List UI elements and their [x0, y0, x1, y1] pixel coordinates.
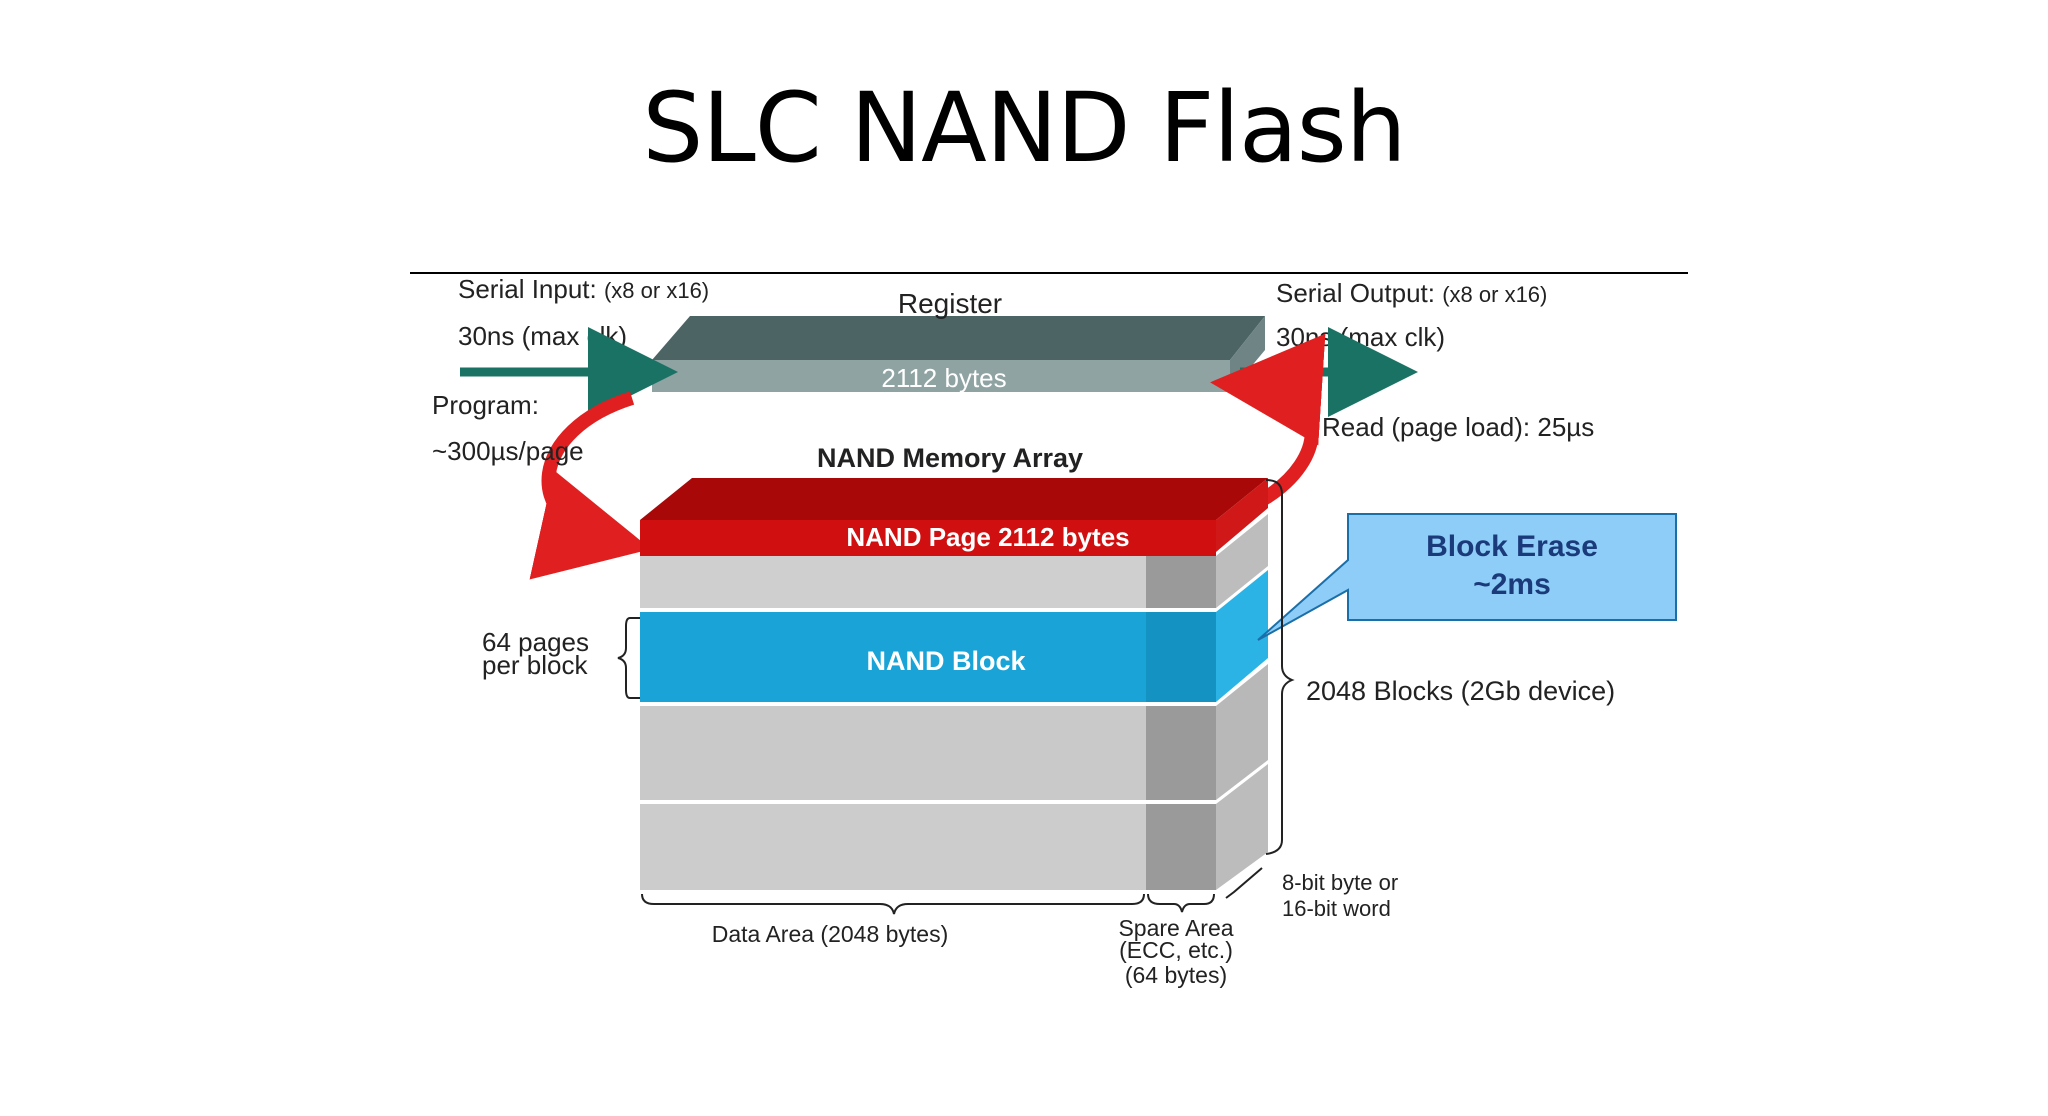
- spare-area-line3: (64 bytes): [1125, 962, 1227, 988]
- spare-area-brace: [1147, 893, 1215, 913]
- block-erase-time: ~2ms: [1473, 568, 1551, 601]
- pages-per-block-line2: per block: [482, 650, 588, 680]
- blocks-label: 2048 Blocks (2Gb device): [1306, 676, 1615, 706]
- serial-input-timing: 30ns (max clk): [458, 321, 627, 351]
- slide-title: SLC NAND Flash: [642, 72, 1406, 184]
- blocks-brace: [1265, 479, 1295, 855]
- spare-area-line2: (ECC, etc.): [1119, 937, 1233, 963]
- serial-output-timing: 30ns (max clk): [1276, 322, 1445, 352]
- block-erase-title: Block Erase: [1426, 530, 1598, 563]
- register-block: [652, 316, 1265, 392]
- register-size: 2112 bytes: [881, 363, 1006, 393]
- word-width-line2: 16-bit word: [1282, 896, 1391, 921]
- program-arrow: [529, 391, 651, 580]
- read-arrow: [1210, 333, 1326, 507]
- array-title: NAND Memory Array: [817, 443, 1083, 473]
- data-area-label: Data Area (2048 bytes): [712, 921, 949, 947]
- program-label: Program:: [432, 390, 539, 420]
- block-label: NAND Block: [866, 646, 1026, 676]
- pages-per-block-line1: 64 pages: [482, 627, 589, 657]
- memory-array-stack: [640, 478, 1268, 890]
- block-erase-callout: [1257, 513, 1677, 641]
- read-label: Read (page load): 25µs: [1322, 412, 1594, 442]
- page-label: NAND Page 2112 bytes: [846, 522, 1129, 552]
- spare-area-line1: Spare Area: [1118, 915, 1233, 941]
- word-width-line1: 8-bit byte or: [1282, 870, 1398, 895]
- register-title: Register: [898, 288, 1002, 319]
- pages-brace: [617, 617, 640, 699]
- word-width-brace: [1225, 867, 1263, 899]
- serial-output-label: Serial Output: (x8 or x16): [1276, 278, 1547, 308]
- serial-input-label: Serial Input: (x8 or x16): [458, 274, 709, 304]
- program-timing: ~300µs/page: [432, 436, 584, 466]
- data-area-brace: [641, 893, 1145, 915]
